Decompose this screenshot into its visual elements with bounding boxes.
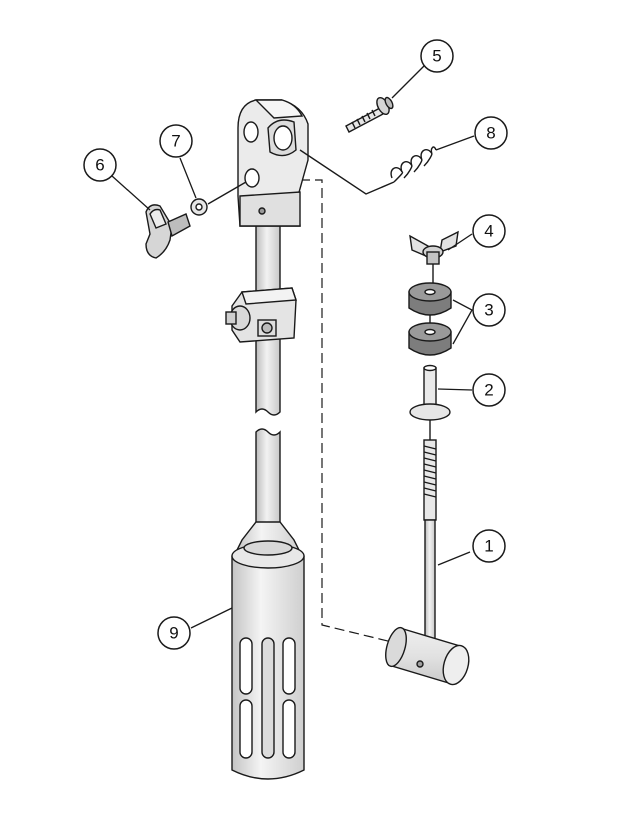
handle-slot-right-upper xyxy=(282,637,296,695)
handle-neck xyxy=(243,540,293,556)
part-3-pad-upper xyxy=(408,282,452,316)
callout-9-leader xyxy=(190,607,233,629)
shaft-clamp xyxy=(225,287,297,343)
spring-axis-line xyxy=(299,149,395,195)
callout-8: 8 xyxy=(474,116,508,150)
callout-6: 6 xyxy=(83,148,117,182)
callout-1: 1 xyxy=(472,529,506,563)
callout-7-leader xyxy=(179,157,197,199)
callout-3-leader xyxy=(452,299,473,345)
callout-1-leader xyxy=(437,551,471,566)
assembly-guide-line xyxy=(300,179,393,643)
handle-slot-right-lower xyxy=(282,699,296,759)
svg-text:1: 1 xyxy=(484,537,493,556)
handle-slot-left-lower xyxy=(239,699,253,759)
svg-text:8: 8 xyxy=(486,124,495,143)
svg-text:5: 5 xyxy=(432,47,441,66)
washer-axis-line xyxy=(207,181,247,205)
handle-slot-left-upper xyxy=(239,637,253,695)
svg-text:2: 2 xyxy=(484,381,493,400)
part-5-screw xyxy=(345,96,394,133)
callout-2-leader xyxy=(437,388,473,391)
part-8-spring xyxy=(390,146,437,183)
part-3-pad-lower xyxy=(408,322,452,356)
callout-7: 7 xyxy=(159,124,193,158)
callout-4-leader xyxy=(447,233,473,251)
rod-assembly xyxy=(231,221,305,780)
part-1-mallet-rod xyxy=(385,420,470,686)
callout-4: 4 xyxy=(472,214,506,248)
callout-3: 3 xyxy=(472,293,506,327)
svg-text:3: 3 xyxy=(484,301,493,320)
part-7-washer xyxy=(190,198,208,216)
clevis-head xyxy=(237,99,309,227)
callout-2: 2 xyxy=(472,373,506,407)
svg-text:7: 7 xyxy=(171,132,180,151)
part-6-wing-knob xyxy=(145,204,191,259)
svg-text:4: 4 xyxy=(484,222,493,241)
handle-slot-center xyxy=(261,637,275,759)
svg-text:6: 6 xyxy=(95,156,104,175)
callout-5: 5 xyxy=(420,39,454,73)
callout-8-leader xyxy=(435,135,475,151)
callout-6-leader xyxy=(111,175,151,211)
part-4-wing-nut xyxy=(409,230,459,284)
callout-5-leader xyxy=(391,65,425,99)
callout-9: 9 xyxy=(157,616,191,650)
lower-shaft xyxy=(255,428,281,531)
part-2-flanged-bushing xyxy=(409,364,451,421)
svg-text:9: 9 xyxy=(169,624,178,643)
